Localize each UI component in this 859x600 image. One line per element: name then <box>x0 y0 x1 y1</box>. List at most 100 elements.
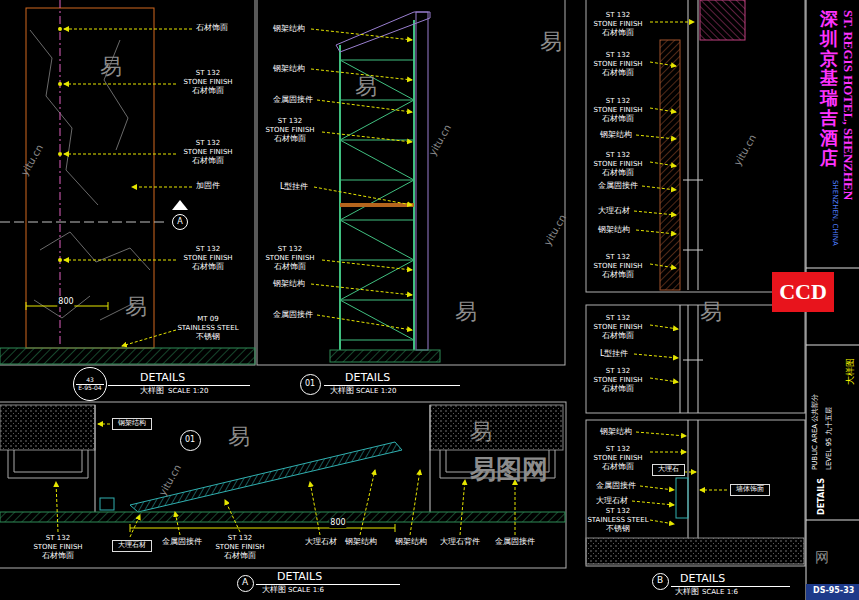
area-text: PUBLIC AREA 公共部分 <box>812 394 820 470</box>
sheet-number: DS-95-33 <box>813 587 854 596</box>
material-name: STONE FINISH <box>33 544 82 552</box>
material-name-cn: 石材饰面 <box>274 263 306 272</box>
material-name-cn: 石材饰面 <box>192 157 224 166</box>
section-marker: A <box>172 214 188 230</box>
hotel-name-en: ST. REGIS HOTEL, SHENZHEN <box>841 10 855 200</box>
callout-text: 钢架结构 <box>273 25 305 34</box>
detail-bubble: 01 <box>300 374 321 395</box>
panel-1 <box>0 0 255 386</box>
detail-bubble: A <box>237 575 254 592</box>
material-name: STAINLESS STEEL <box>177 325 238 333</box>
material-code: ST 132 <box>606 508 630 516</box>
material-name: STONE FINISH <box>183 255 232 263</box>
material-name: STONE FINISH <box>593 377 642 385</box>
callout-text: 钢架结构 <box>273 280 305 289</box>
material-name-cn: 石材饰面 <box>602 169 634 178</box>
node-text: 01 <box>303 380 317 389</box>
material-name: STONE FINISH <box>215 544 264 552</box>
panel-2 <box>257 0 565 386</box>
callout-text: 金属固接件 <box>598 182 638 191</box>
hotel-name-cn: 深圳京基瑞吉酒店 <box>820 10 838 168</box>
panel-3 <box>0 402 566 585</box>
material-name-cn: 不锈钢 <box>196 333 220 342</box>
callout-text: 石材饰面 <box>196 24 228 33</box>
node-text: B <box>655 576 665 586</box>
scale-text: SCALE 1:6 <box>288 587 324 595</box>
node-text: 大理石 <box>656 466 681 474</box>
callout-text: 大理石背件 <box>440 538 480 547</box>
detail-subtitle: 大样图 <box>330 387 354 396</box>
watermark: 易 <box>100 55 122 79</box>
material-code: ST 132 <box>606 52 630 60</box>
material-name-cn: 石材饰面 <box>42 552 74 561</box>
callout-text: 钢架结构 <box>598 226 630 235</box>
material-code: ST 132 <box>196 70 220 78</box>
material-code: ST 132 <box>606 315 630 323</box>
material-name: STONE FINISH <box>593 161 642 169</box>
watermark: 易 <box>125 295 147 319</box>
watermark: 网 <box>815 550 829 565</box>
material-code: ST 132 <box>606 254 630 262</box>
material-code: ST 132 <box>196 140 220 148</box>
detail-bubble: 43E-95-04 <box>73 367 107 401</box>
material-name-cn: 石材饰面 <box>602 29 634 38</box>
node-text: 43 <box>84 377 96 384</box>
detail-subtitle: 大样图 <box>262 586 286 595</box>
company-logo: CCD <box>772 272 834 312</box>
sheet-title: DETAILS <box>818 478 827 515</box>
detail-subtitle: 大样图 <box>140 387 164 396</box>
tag-box: 大理石材 <box>112 540 152 552</box>
callout-text: 大理石材 <box>598 207 630 216</box>
callout-text: L型挂件 <box>280 183 308 192</box>
material-name-cn: 石材饰面 <box>274 135 306 144</box>
level-text: LEVEL 95 九十五层 <box>826 407 834 470</box>
dimension: 800 <box>329 519 346 528</box>
material-code: ST 132 <box>606 368 630 376</box>
node-text: A <box>175 218 184 227</box>
material-name: STONE FINISH <box>593 21 642 29</box>
node-text: 大理石材 <box>116 542 148 550</box>
callout-text: 钢架结构 <box>395 538 427 547</box>
material-name-cn: 不锈钢 <box>606 525 630 534</box>
material-name: STONE FINISH <box>593 324 642 332</box>
tag-box: 大理石 <box>652 464 685 476</box>
detail-title: DETAILS <box>277 571 322 583</box>
node-text: 钢架结构 <box>116 420 148 428</box>
node-text: A <box>240 578 250 588</box>
callout-text: 金属固接件 <box>596 482 636 491</box>
detail-subtitle: 大样图 <box>675 588 699 597</box>
material-name-cn: 石材饰面 <box>602 385 634 394</box>
material-name-cn: 石材饰面 <box>602 463 634 472</box>
material-name-cn: 石材饰面 <box>192 263 224 272</box>
callout-text: 钢架结构 <box>345 538 377 547</box>
watermark: 易 <box>355 75 377 99</box>
tag-box: 墙体饰面 <box>730 484 770 496</box>
material-code: ST 132 <box>278 246 302 254</box>
scale-text: SCALE 1:20 <box>168 388 208 396</box>
detail-title: DETAILS <box>345 372 390 384</box>
material-name: STONE FINISH <box>593 263 642 271</box>
scale-text: SCALE 1:6 <box>702 589 738 597</box>
callout-text: 金属固接件 <box>273 96 313 105</box>
node-text: CCD <box>777 280 829 304</box>
material-name-cn: 石材饰面 <box>192 87 224 96</box>
material-code: MT 09 <box>197 316 218 324</box>
callout-text: 钢架结构 <box>600 131 632 140</box>
material-code: ST 132 <box>196 246 220 254</box>
watermark: 易 <box>228 425 250 449</box>
material-name: STONE FINISH <box>593 61 642 69</box>
location-text: SHENZHEN, CHINA <box>830 180 838 246</box>
callout-text: L型挂件 <box>600 350 628 359</box>
material-name-cn: 石材饰面 <box>224 552 256 561</box>
material-code: ST 132 <box>278 118 302 126</box>
material-name: STONE FINISH <box>183 79 232 87</box>
material-code: ST 132 <box>228 535 252 543</box>
node-text: 墙体饰面 <box>734 486 766 494</box>
material-name: STAINLESS STEEL <box>587 517 648 525</box>
detail-title: DETAILS <box>680 573 725 585</box>
material-name: STONE FINISH <box>183 149 232 157</box>
watermark: 易图网 <box>470 455 548 484</box>
callout-text: 大理石材 <box>596 497 628 506</box>
callout-text: 金属固接件 <box>162 538 202 547</box>
material-name-cn: 石材饰面 <box>602 115 634 124</box>
